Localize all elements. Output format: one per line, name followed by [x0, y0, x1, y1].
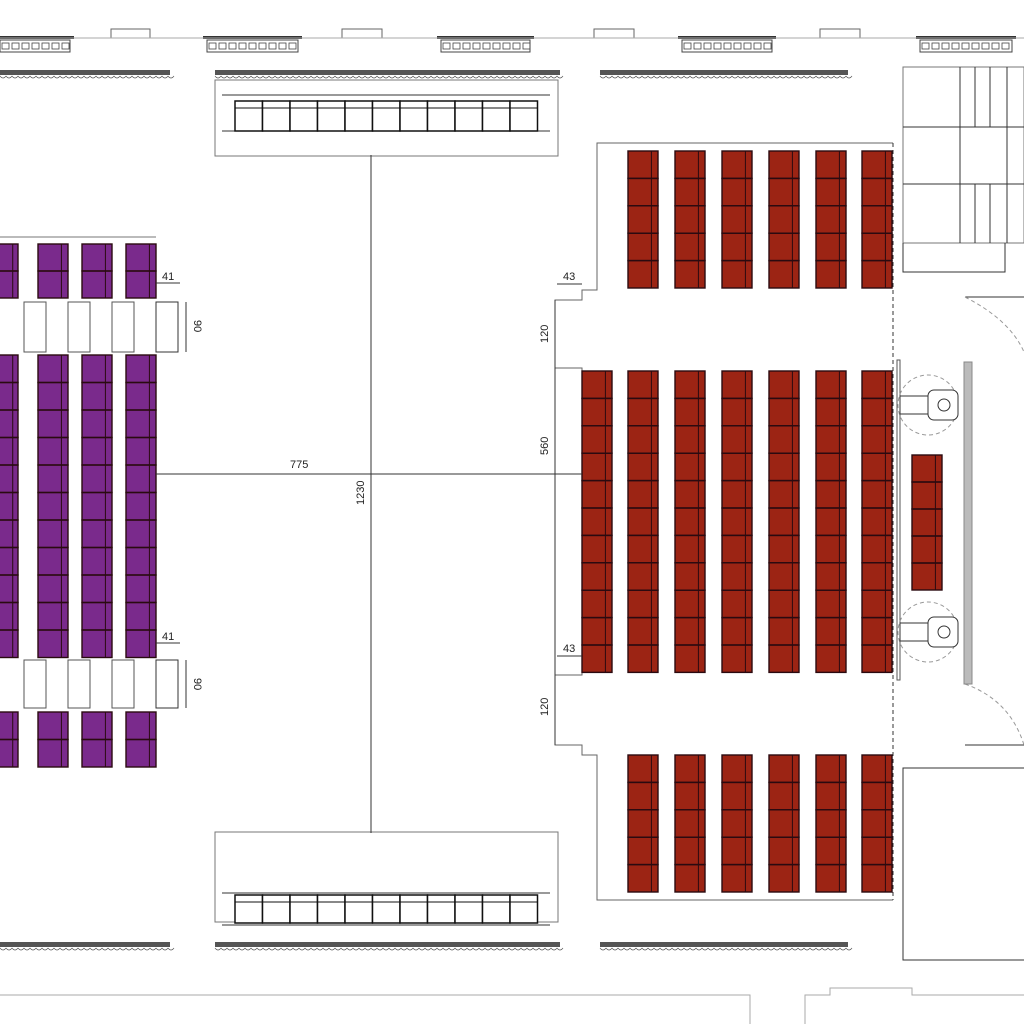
seat: [674, 259, 706, 289]
red-seat-column: [815, 150, 847, 289]
seat: [81, 738, 113, 768]
seat: [81, 629, 113, 659]
dim-aisle-top: 120: [539, 325, 551, 343]
seating: [0, 150, 943, 893]
red-seat-column: [815, 370, 847, 674]
purple-seat-column: [0, 243, 19, 299]
purple-seat-column: [37, 354, 69, 659]
dim-aisle-purple-top: 90: [191, 320, 203, 332]
seat: [0, 629, 19, 659]
red-seat-side-block: [911, 454, 943, 591]
seat: [674, 644, 706, 674]
purple-seat-column: [0, 354, 19, 659]
purple-seat-column: [37, 711, 69, 768]
dimension-lines: [155, 155, 582, 833]
seat: [81, 270, 113, 299]
seat: [861, 863, 893, 893]
seat: [911, 562, 943, 591]
seat: [768, 259, 800, 289]
purple-seat-column: [81, 243, 113, 299]
red-seat-column: [768, 370, 800, 674]
red-seat-column: [721, 754, 753, 893]
seat: [768, 644, 800, 674]
red-seat-column: [674, 754, 706, 893]
seat: [721, 259, 753, 289]
seat: [0, 270, 19, 299]
seat: [768, 863, 800, 893]
seat: [721, 644, 753, 674]
facade-bottom: [0, 942, 1024, 1024]
dim-offset-top-purple: 41: [162, 271, 174, 283]
purple-seat-column: [81, 711, 113, 768]
seat: [37, 738, 69, 768]
facade-top: [0, 28, 1024, 79]
seat: [125, 270, 157, 299]
seat: [627, 644, 659, 674]
seat: [721, 863, 753, 893]
red-seat-column: [721, 150, 753, 289]
lower-right-room: [902, 683, 1024, 961]
dim-offset-bottom-purple: 41: [162, 631, 174, 643]
seat: [125, 738, 157, 768]
dim-aisle-purple-bottom: 90: [191, 678, 203, 690]
seat: [0, 738, 19, 768]
window-block-bottom: [214, 831, 559, 926]
stairwell: [902, 66, 1024, 353]
red-seat-column: [861, 150, 893, 289]
red-seat-column: [768, 754, 800, 893]
seat: [37, 629, 69, 659]
purple-seat-column: [125, 711, 157, 768]
purple-seat-column: [37, 243, 69, 299]
seat: [674, 863, 706, 893]
seat: [815, 863, 847, 893]
window-block-top: [214, 79, 559, 157]
purple-seat-column: [81, 354, 113, 659]
dim-red-block-length: 560: [539, 437, 551, 455]
seat: [37, 270, 69, 299]
red-seat-column: [815, 754, 847, 893]
red-seat-column: [721, 370, 753, 674]
purple-seat-column: [125, 354, 157, 659]
ramp-rail: [963, 361, 973, 685]
purple-seat-column: [125, 243, 157, 299]
seat: [125, 629, 157, 659]
seat: [627, 863, 659, 893]
red-seat-column: [674, 150, 706, 289]
red-seat-column: [768, 150, 800, 289]
seat: [815, 259, 847, 289]
red-seat-column: [674, 370, 706, 674]
red-seat-column: [861, 754, 893, 893]
seat: [627, 259, 659, 289]
purple-seat-column: [0, 711, 19, 768]
wheelchair-icon: [899, 616, 959, 648]
wheelchair-space-bottom: [897, 601, 959, 663]
front-rail: [896, 359, 901, 681]
wheelchair-icon: [899, 389, 959, 421]
red-seat-column: [627, 370, 659, 674]
dim-room-length: 1230: [355, 481, 367, 505]
red-seat-column: [861, 370, 893, 674]
red-seat-column: [627, 150, 659, 289]
seat: [861, 259, 893, 289]
wheelchair-space-top: [897, 374, 959, 436]
dim-offset-bottom-red: 43: [563, 643, 575, 655]
seat: [861, 644, 893, 674]
red-seat-column: [627, 754, 659, 893]
dim-offset-top-red: 43: [563, 271, 575, 283]
seat: [581, 644, 613, 674]
seat: [815, 644, 847, 674]
red-seat-column-front: [581, 370, 613, 674]
purple-aisle-steps: [23, 301, 135, 709]
dim-aisle-bottom: 120: [539, 698, 551, 716]
dim-room-width: 775: [290, 459, 308, 471]
